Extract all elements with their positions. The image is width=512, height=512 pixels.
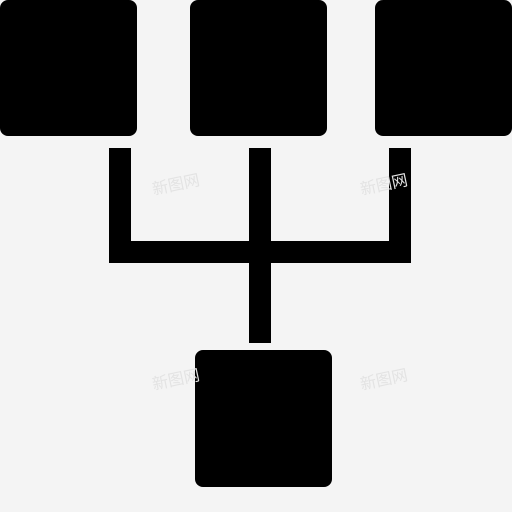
bottom-box: [195, 350, 332, 487]
top-left-box: [0, 0, 137, 136]
top-middle-box: [190, 0, 327, 136]
left-connector: [109, 148, 131, 263]
horizontal-connector: [109, 241, 411, 263]
top-right-box: [375, 0, 512, 136]
right-connector: [389, 148, 411, 263]
